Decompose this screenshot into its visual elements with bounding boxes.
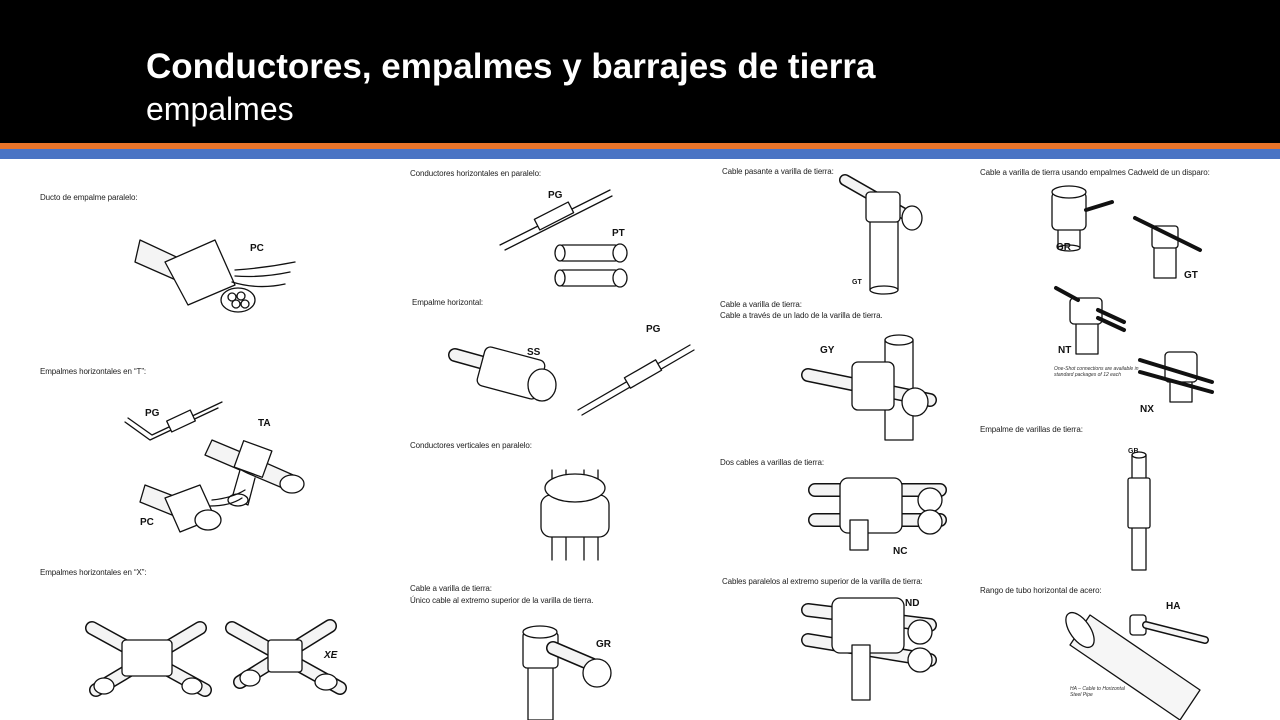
ha-illustration — [1065, 611, 1209, 720]
caption-rod-splice: Empalme de varillas de tierra: — [980, 425, 1083, 434]
code-gr-1: GR — [596, 639, 611, 650]
slide-subtitle: empalmes — [146, 91, 294, 127]
code-pc-2: PC — [140, 517, 154, 528]
code-pg-1: PG — [145, 408, 160, 419]
code-gy: GY — [820, 345, 835, 356]
code-ha: HA — [1166, 601, 1181, 612]
code-gt-1: GT — [852, 279, 862, 286]
nt-cadweld-illustration — [1054, 286, 1126, 355]
x-splice-illustration — [85, 621, 212, 697]
pt-illustration — [554, 243, 628, 288]
pg-parallel-illustration — [499, 189, 613, 251]
code-ss: SS — [527, 347, 541, 358]
gt-pass-illustration — [839, 174, 923, 295]
code-nt: NT — [1058, 345, 1072, 356]
code-nc: NC — [893, 546, 908, 557]
gy-illustration — [801, 334, 937, 441]
note-oneshot-line2: standard packages of 12 each — [1054, 372, 1121, 378]
code-gb: GB — [1128, 448, 1139, 455]
caption-x-splices: Empalmes horizontales en “X”: — [40, 568, 147, 577]
caption-rod-side-b: Cable a través de un lado de la varilla … — [720, 311, 883, 320]
gb-illustration — [1127, 451, 1151, 571]
gr-cadweld-illustration — [1051, 185, 1114, 252]
code-pg-2: PG — [548, 190, 563, 201]
note-ha-line1: HA – Cable to Horizontal — [1070, 686, 1125, 692]
code-gr-2: GR — [1056, 242, 1071, 253]
caption-horizontal-parallel: Conductores horizontales en paralelo: — [410, 169, 542, 178]
caption-parallel-duct: Ducto de empalme paralelo: — [40, 193, 138, 202]
caption-cable-to-rod-a: Cable a varilla de tierra: — [410, 584, 492, 593]
code-xe: XE — [324, 650, 338, 661]
code-pt: PT — [612, 228, 625, 239]
gt-cadweld-illustration — [1133, 216, 1202, 279]
code-pg-3: PG — [646, 324, 661, 335]
gr-rod-illustration — [522, 625, 612, 720]
caption-vertical-parallel: Conductores verticales en paralelo: — [410, 441, 532, 450]
nx-cadweld-illustration — [1138, 351, 1214, 403]
code-pc-1: PC — [250, 243, 264, 254]
pg-horizontal-illustration — [577, 344, 695, 416]
header-bar — [0, 0, 1280, 143]
accent-stripe-blue — [0, 149, 1280, 159]
nd-illustration — [801, 597, 937, 701]
pc-parallel-illustration — [134, 239, 296, 313]
ss-illustration — [448, 346, 557, 402]
caption-two-cables: Dos cables a varillas de tierra: — [720, 458, 824, 467]
accent-stripe-orange — [0, 143, 1280, 149]
code-nd: ND — [905, 598, 920, 609]
caption-cadweld: Cable a varilla de tierra usando empalme… — [980, 168, 1210, 177]
code-nx: NX — [1140, 404, 1154, 415]
code-ta: TA — [258, 418, 271, 429]
vertical-parallel-illustration — [540, 469, 610, 561]
slide-title: Conductores, empalmes y barrajes de tier… — [146, 47, 876, 86]
note-oneshot-line1: One-Shot connections are available in — [1054, 366, 1139, 372]
caption-horizontal-splice: Empalme horizontal: — [412, 298, 484, 307]
caption-parallel-top: Cables paralelos al extremo superior de … — [722, 577, 923, 586]
note-ha-line2: Steel Pipe — [1070, 692, 1093, 698]
pg-t-illustration — [124, 401, 223, 441]
xe-splice-illustration — [225, 619, 347, 695]
caption-steel-pipe: Rango de tubo horizontal de acero: — [980, 586, 1102, 595]
caption-t-splices: Empalmes horizontales en “T”: — [40, 367, 147, 376]
caption-through-cable: Cable pasante a varilla de tierra: — [722, 167, 834, 176]
caption-rod-side-a: Cable a varilla de tierra: — [720, 300, 802, 309]
code-gt-2: GT — [1184, 270, 1198, 281]
ta-illustration — [204, 439, 305, 507]
caption-cable-to-rod-b: Único cable al extremo superior de la va… — [410, 596, 594, 605]
pc-t-illustration — [139, 484, 246, 533]
nc-illustration — [808, 477, 947, 551]
